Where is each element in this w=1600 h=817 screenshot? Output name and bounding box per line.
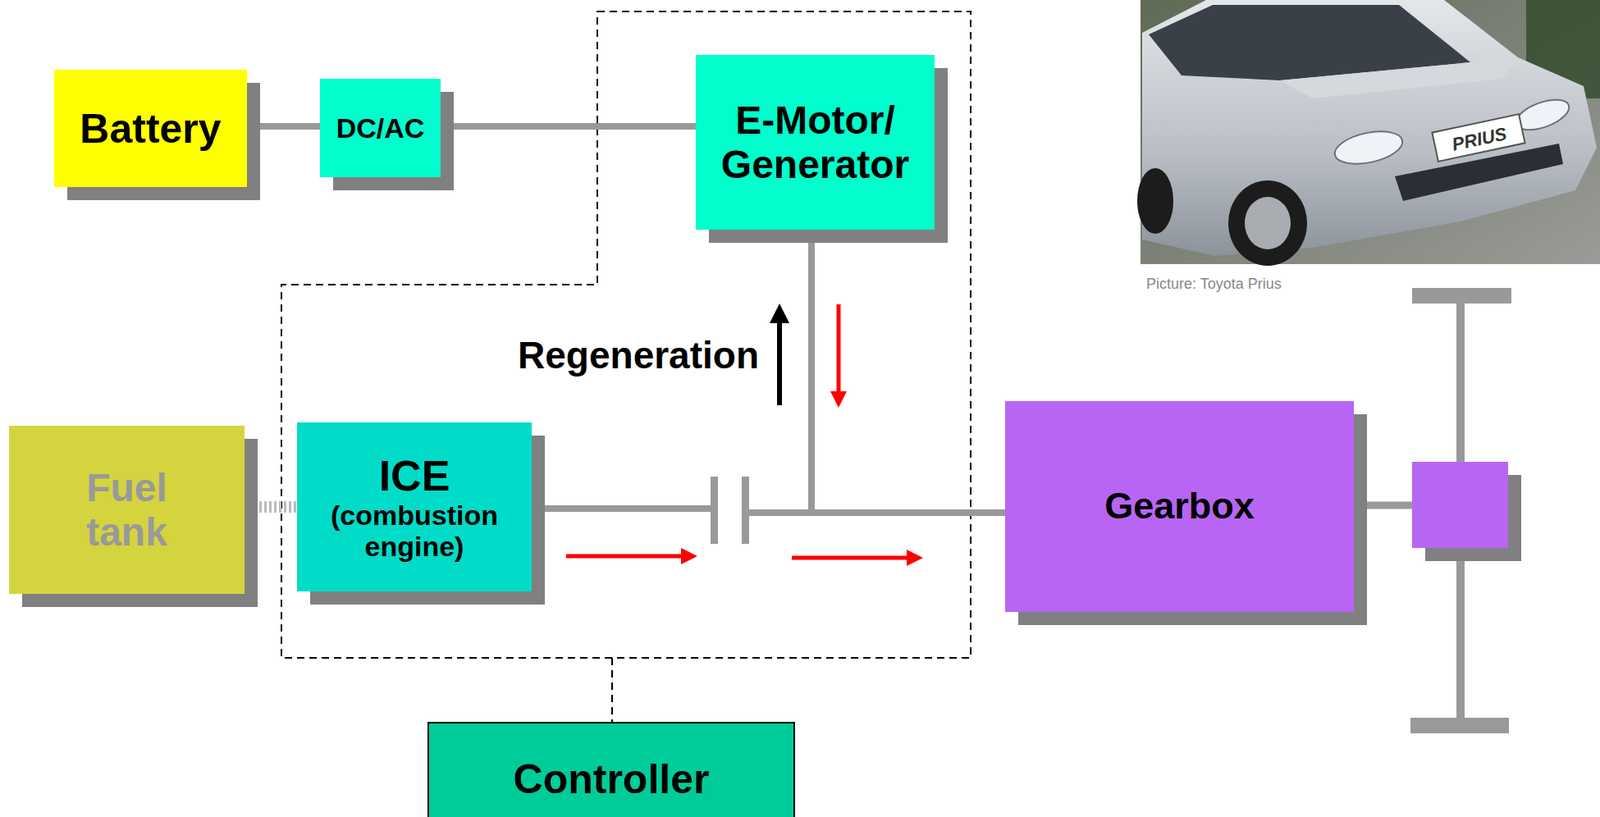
node-title: Fuel tank — [57, 466, 197, 555]
motor-generator-box: E-Motor/ Generator — [695, 54, 935, 230]
inverter-box: DC/AC — [320, 78, 441, 178]
node-title: E-Motor/ Generator — [707, 98, 924, 188]
shaft-connector — [244, 501, 298, 513]
battery-box: Battery — [54, 69, 247, 188]
car-photo — [1137, 0, 1600, 266]
engine-box: ICE(combustion engine) — [297, 422, 532, 592]
node-title: Gearbox — [1104, 485, 1255, 527]
regeneration-label: Regeneration — [488, 333, 759, 378]
shaft-connector — [811, 229, 1006, 513]
fuel-tank-box: Fuel tank — [9, 425, 245, 595]
node-subtitle: (combustion engine) — [308, 499, 521, 563]
node-title: Controller — [513, 756, 710, 803]
gearbox-box: Gearbox — [1005, 401, 1354, 613]
photo-caption: Picture: Toyota Prius — [1146, 275, 1282, 293]
node-title: Battery — [79, 105, 221, 152]
node-title: DC/AC — [336, 112, 426, 144]
node-title: ICE — [379, 452, 451, 500]
shaft-connector — [440, 123, 696, 130]
controller-box: Controller — [427, 722, 796, 817]
shaft-connector — [246, 123, 320, 130]
